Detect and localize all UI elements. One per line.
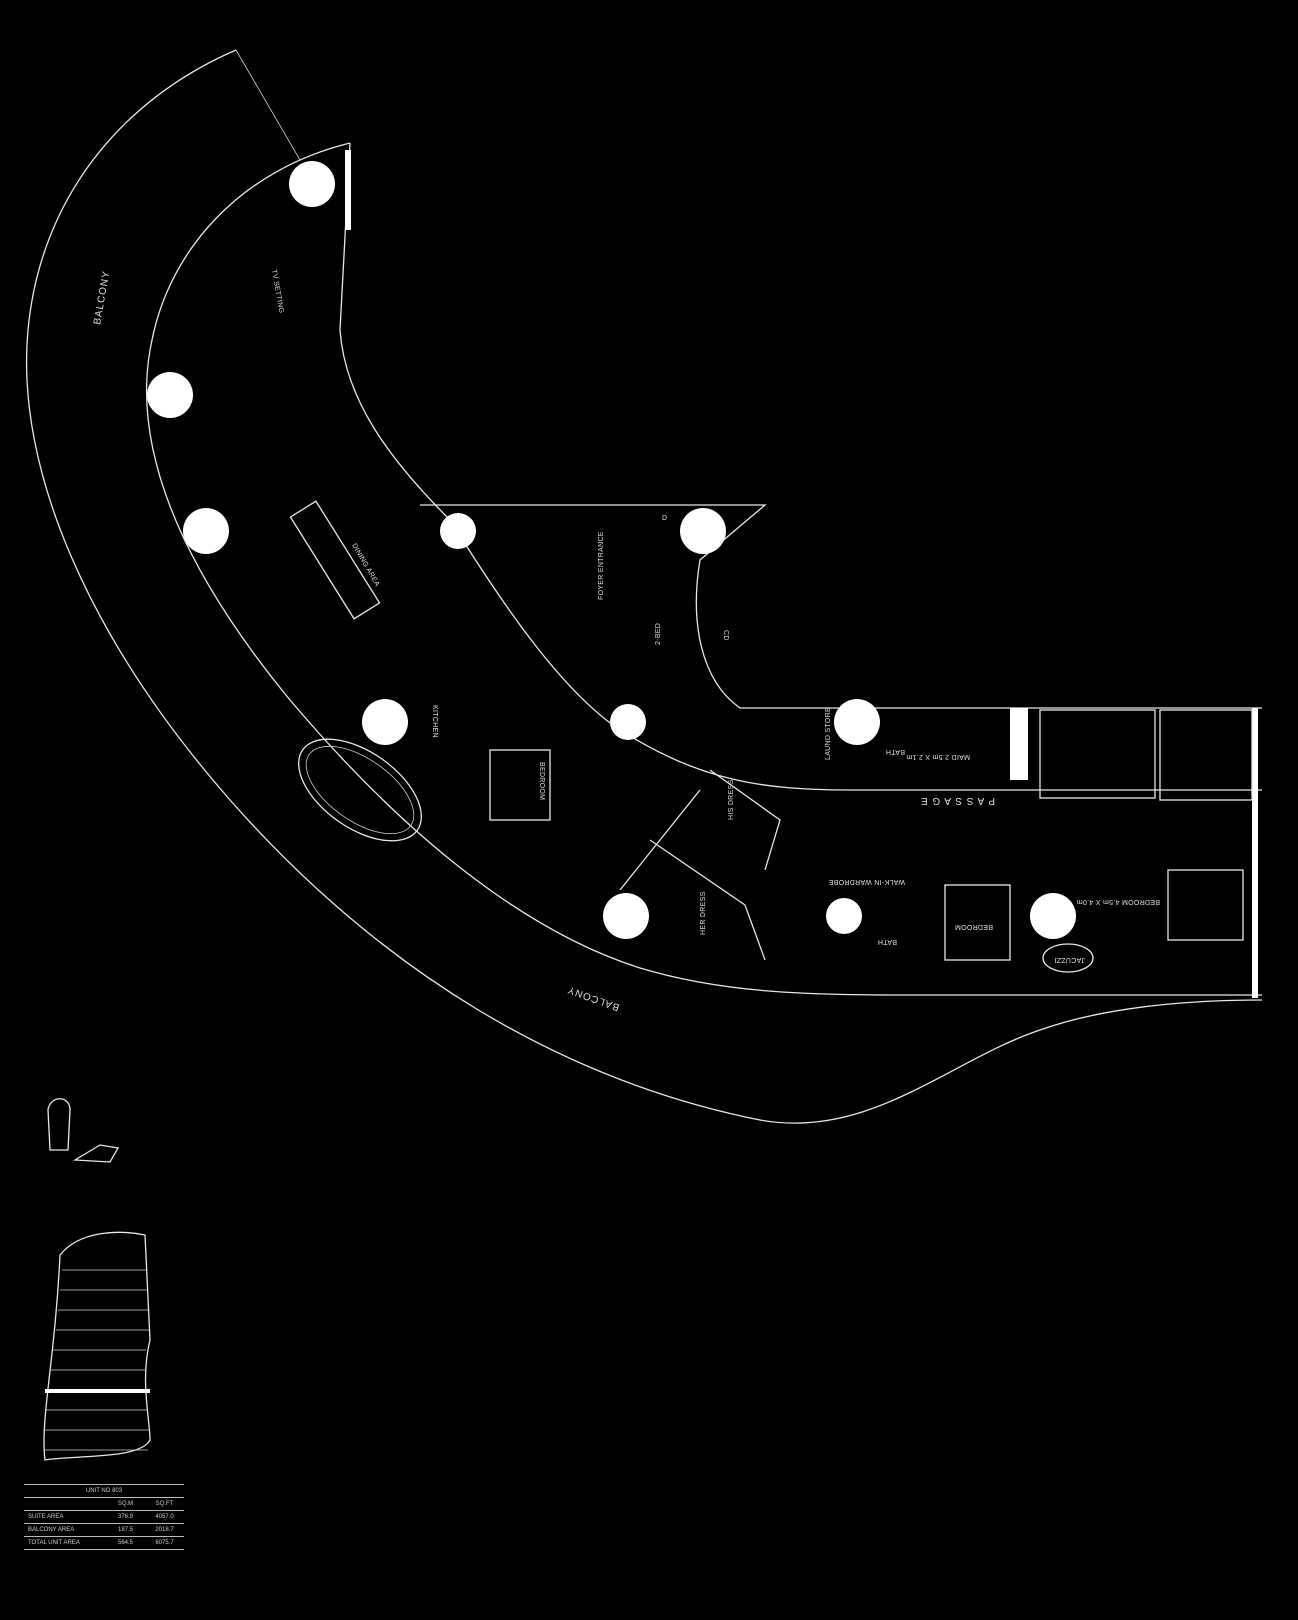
key-plan-floor-lines [45,1269,150,1451]
marker-circle [610,704,646,740]
label-balcony-west: BALCONY [92,270,112,326]
label-bath-maid: BATH [886,748,905,755]
row-label: SUITE AREA [28,1514,64,1520]
dress-room-walls [619,769,781,961]
balcony-inner-edge [146,142,1262,996]
key-plan-unit-highlight [45,1389,150,1393]
area-table-header: SQ.M SQ.FT [24,1497,184,1510]
label-walkin: WALK-IN WARDROBE [828,878,905,885]
area-table: UNIT NO 803 SQ.M SQ.FT SUITE AREA 376.9 … [24,1484,184,1550]
marker-circle [183,508,229,554]
key-plan-massing-icon [47,1098,120,1163]
label-laund-store: LAUND STORE [825,707,832,760]
facade-wall [1252,708,1258,998]
header-label [24,1501,106,1507]
dining-table [289,500,381,620]
balcony-outer-edge [25,49,1263,1124]
shaft [1159,709,1253,801]
marker-circle [834,699,880,745]
label-tv-setting: TV SETTING [270,269,285,314]
key-plan-building [43,1231,151,1461]
header-sqm: SQ.M [117,1501,134,1507]
row-sqft: 4057.0 [155,1514,174,1520]
label-bedroom-1: BEDROOM [538,762,545,800]
marker-circle [603,893,649,939]
row-sqft: 6075.7 [155,1540,174,1546]
label-her-dress: HER DRESS [700,891,707,935]
label-d: D [662,515,667,522]
row-label: BALCONY AREA [28,1527,75,1533]
label-cd: CD [722,630,729,641]
pool-inner [305,745,415,835]
label-maid: MAID 2.5m X 2.1m [906,753,970,760]
marker-circle [1030,893,1076,939]
column-wall [1010,708,1028,780]
bed-2 [944,884,1011,961]
marker-circle [680,508,726,554]
marker-circle [440,513,476,549]
label-his-dress: HIS DRESS [728,780,735,820]
jacuzzi-tub [1042,943,1094,973]
column-north [345,150,351,230]
label-2bed: 2-BED [655,623,662,645]
marker-circle [362,699,408,745]
row-sqm: 187.5 [117,1527,133,1533]
table-row: BALCONY AREA 187.5 2018.7 [24,1523,184,1536]
row-sqm: 564.5 [117,1540,133,1546]
bed-3 [1167,869,1244,941]
label-jacuzzi: JACUZZI [1054,956,1085,963]
store-room [1039,709,1156,799]
header-sqft: SQ.FT [155,1501,174,1507]
label-bedroom-3: BEDROOM 4.5m X 4.0m [1077,898,1161,905]
label-kitchen: KITCHEN [431,705,438,738]
marker-circle [147,372,193,418]
balcony-end-line [235,49,301,161]
label-foyer: FOYER ENTRANCE [598,531,605,600]
row-sqm: 376.9 [117,1514,133,1520]
row-label: TOTAL UNIT AREA [28,1540,80,1546]
marker-circle [289,161,335,207]
label-bedroom-2: BEDROOM [955,923,993,930]
label-balcony-south: BALCONY [566,983,621,1012]
label-passage: P A S S A G E [920,795,995,806]
label-bath-2: BATH [878,938,897,945]
row-sqft: 2018.7 [155,1527,174,1533]
area-table-title: UNIT NO 803 [24,1484,184,1497]
table-row: TOTAL UNIT AREA 564.5 6075.7 [24,1536,184,1550]
bed-1 [489,749,551,821]
interior-wall-inner [339,142,1262,791]
pool [298,738,422,842]
marker-circles [147,161,1076,939]
table-row: SUITE AREA 376.9 4057.0 [24,1510,184,1523]
interior-wall-corridor [420,504,1262,709]
marker-circle [826,898,862,934]
